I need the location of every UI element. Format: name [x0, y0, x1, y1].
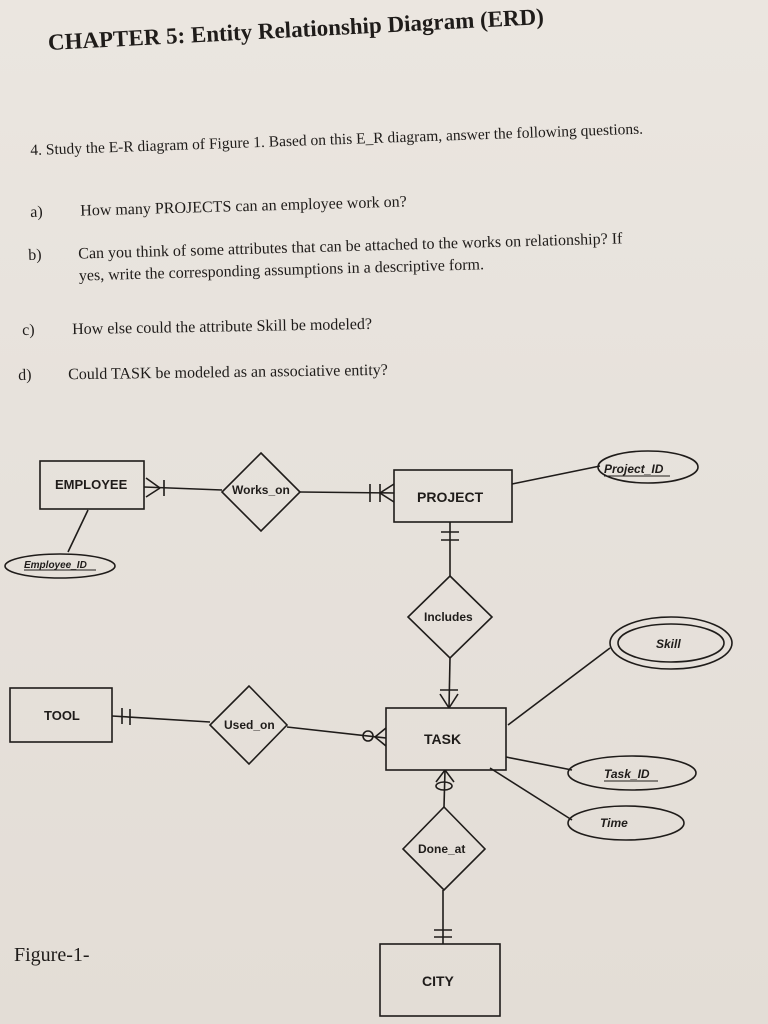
line-task-time — [489, 767, 573, 821]
cardinality-task-usedon — [362, 727, 387, 747]
label-tool: TOOL — [44, 708, 80, 723]
entity-employee — [39, 460, 145, 510]
label-skill: Skill — [656, 637, 681, 651]
label-task: TASK — [424, 731, 461, 747]
attribute-task-id — [567, 755, 697, 791]
line-workson-project — [299, 491, 395, 494]
label-project: PROJECT — [417, 489, 484, 505]
attribute-skill-outer — [609, 616, 733, 670]
entity-tool — [9, 687, 113, 743]
line-tool-usedon — [111, 715, 211, 723]
cardinality-task-includes — [439, 689, 459, 709]
cardinality-project-includes — [441, 531, 459, 541]
cardinality-employee — [145, 477, 165, 498]
cardinality-city — [434, 929, 452, 938]
line-task-doneat — [443, 769, 446, 808]
cardinality-tool — [121, 708, 131, 725]
entity-city — [379, 943, 501, 1017]
attribute-skill-inner — [617, 623, 725, 663]
line-project-projectid — [511, 465, 601, 485]
line-includes-task — [448, 657, 451, 709]
label-works-on: Works_on — [232, 483, 290, 497]
relationship-works-on — [220, 451, 302, 533]
cardinality-project — [369, 483, 395, 503]
line-employee-employeeid — [67, 509, 89, 553]
relationship-includes — [406, 574, 494, 660]
label-done-at: Done_at — [418, 842, 465, 856]
relationship-used-on — [208, 684, 289, 766]
entity-project — [393, 469, 513, 523]
label-city: CITY — [422, 973, 455, 989]
label-time: Time — [600, 816, 628, 830]
entity-task — [385, 707, 507, 771]
figure-label: Figure-1- — [14, 944, 90, 966]
label-includes: Includes — [424, 610, 473, 624]
label-employee-id: Employee_ID — [24, 560, 87, 571]
attribute-time — [567, 805, 685, 841]
line-employee-workson — [143, 486, 223, 491]
label-task-id: Task_ID — [604, 767, 650, 781]
cardinality-task-doneat — [435, 769, 455, 791]
line-usedon-task — [286, 726, 387, 739]
label-employee: EMPLOYEE — [55, 477, 128, 492]
relationship-done-at — [401, 805, 487, 892]
line-task-taskid — [505, 756, 573, 771]
key-underlines — [24, 475, 670, 782]
attribute-employee-id — [4, 553, 116, 579]
label-project-id: Project_ID — [604, 462, 664, 476]
line-task-skill — [507, 647, 611, 726]
attribute-project-id — [597, 450, 699, 484]
label-used-on: Used_on — [224, 718, 275, 732]
